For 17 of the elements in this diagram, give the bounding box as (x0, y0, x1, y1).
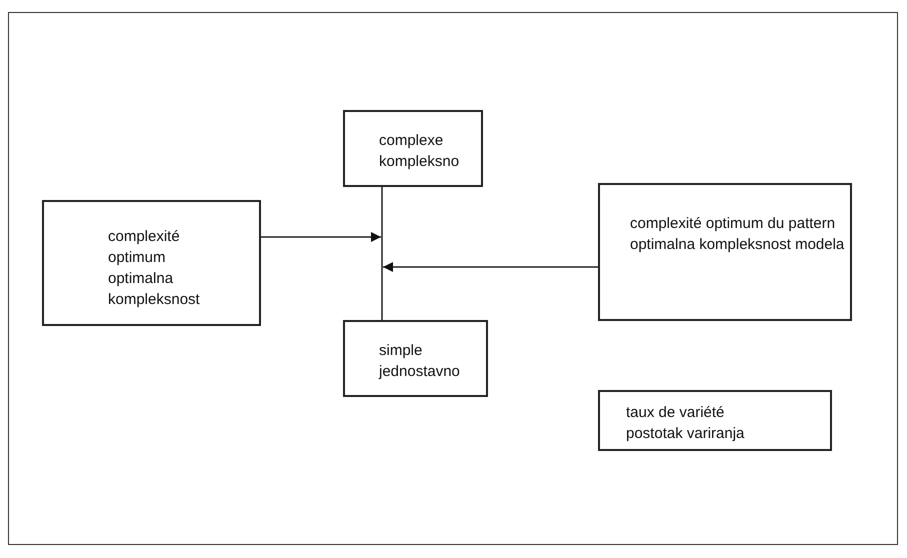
box-label: jednostavno (379, 362, 461, 382)
box-label: postotak variranja (626, 424, 746, 444)
connector-line (381, 187, 383, 320)
box-label: optimalna kompleksnost modela (630, 235, 846, 255)
text-box (598, 390, 832, 451)
text-box (42, 200, 261, 326)
box-label: complexe (379, 131, 444, 151)
text-box (343, 320, 488, 397)
arrow (383, 262, 598, 272)
arrow (261, 232, 381, 242)
box-label: simple (379, 341, 424, 361)
text-box (343, 110, 483, 187)
box-label: taux de variété (626, 403, 726, 423)
box-label: complexité optimum du pattern (630, 214, 836, 234)
box-label: kompleksno (379, 152, 460, 172)
text-box (598, 183, 852, 321)
box-label: optimalna kompleksnost (108, 269, 201, 310)
